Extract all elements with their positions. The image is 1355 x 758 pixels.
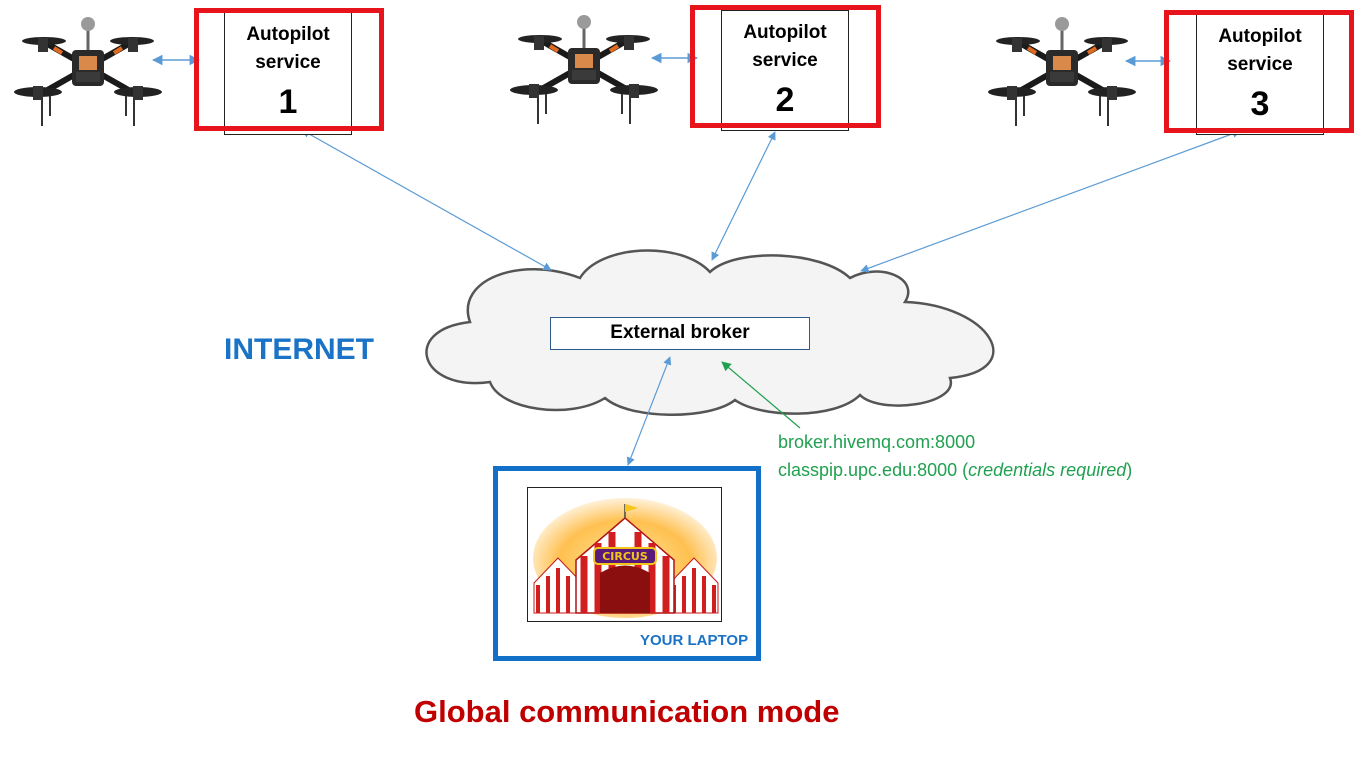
service-frame (194, 8, 384, 131)
service-number: 3 (1250, 85, 1270, 123)
diagram-title: Global communication mode (414, 694, 840, 729)
drone-icon (988, 17, 1136, 126)
broker-label: External broker (610, 322, 750, 343)
external-broker-box: External broker (550, 317, 810, 350)
broker-address-1: broker.hivemq.com:8000 (778, 432, 976, 452)
service-number: 2 (775, 81, 795, 119)
service-label: Autopilot service (1218, 26, 1302, 75)
broker-address-2: classpip.upc.edu:8000 (credentials requi… (778, 460, 1133, 480)
link-arrow (860, 129, 1241, 273)
drone-icon (14, 17, 162, 126)
link-arrow (711, 131, 776, 261)
autopilot-service-3: Autopilot service 3 (1196, 14, 1324, 135)
link-arrow (626, 356, 672, 466)
link-arrow (301, 129, 552, 271)
broker-addresses: broker.hivemq.com:8000 classpip.upc.edu:… (778, 428, 1132, 484)
autopilot-service-2: Autopilot service 2 (721, 10, 849, 131)
service-label: Autopilot service (246, 24, 330, 73)
service-frame (1164, 10, 1354, 133)
service-frame (690, 5, 881, 128)
circus-tent-icon: CIRCUS (527, 487, 722, 622)
laptop-label: YOUR LAPTOP (640, 632, 749, 649)
annotation-arrow (721, 361, 801, 429)
service-number: 1 (278, 83, 298, 121)
internet-label: INTERNET (224, 333, 374, 366)
drone-icon (510, 15, 658, 124)
service-label: Autopilot service (743, 22, 827, 71)
svg-text:CIRCUS: CIRCUS (602, 550, 648, 563)
